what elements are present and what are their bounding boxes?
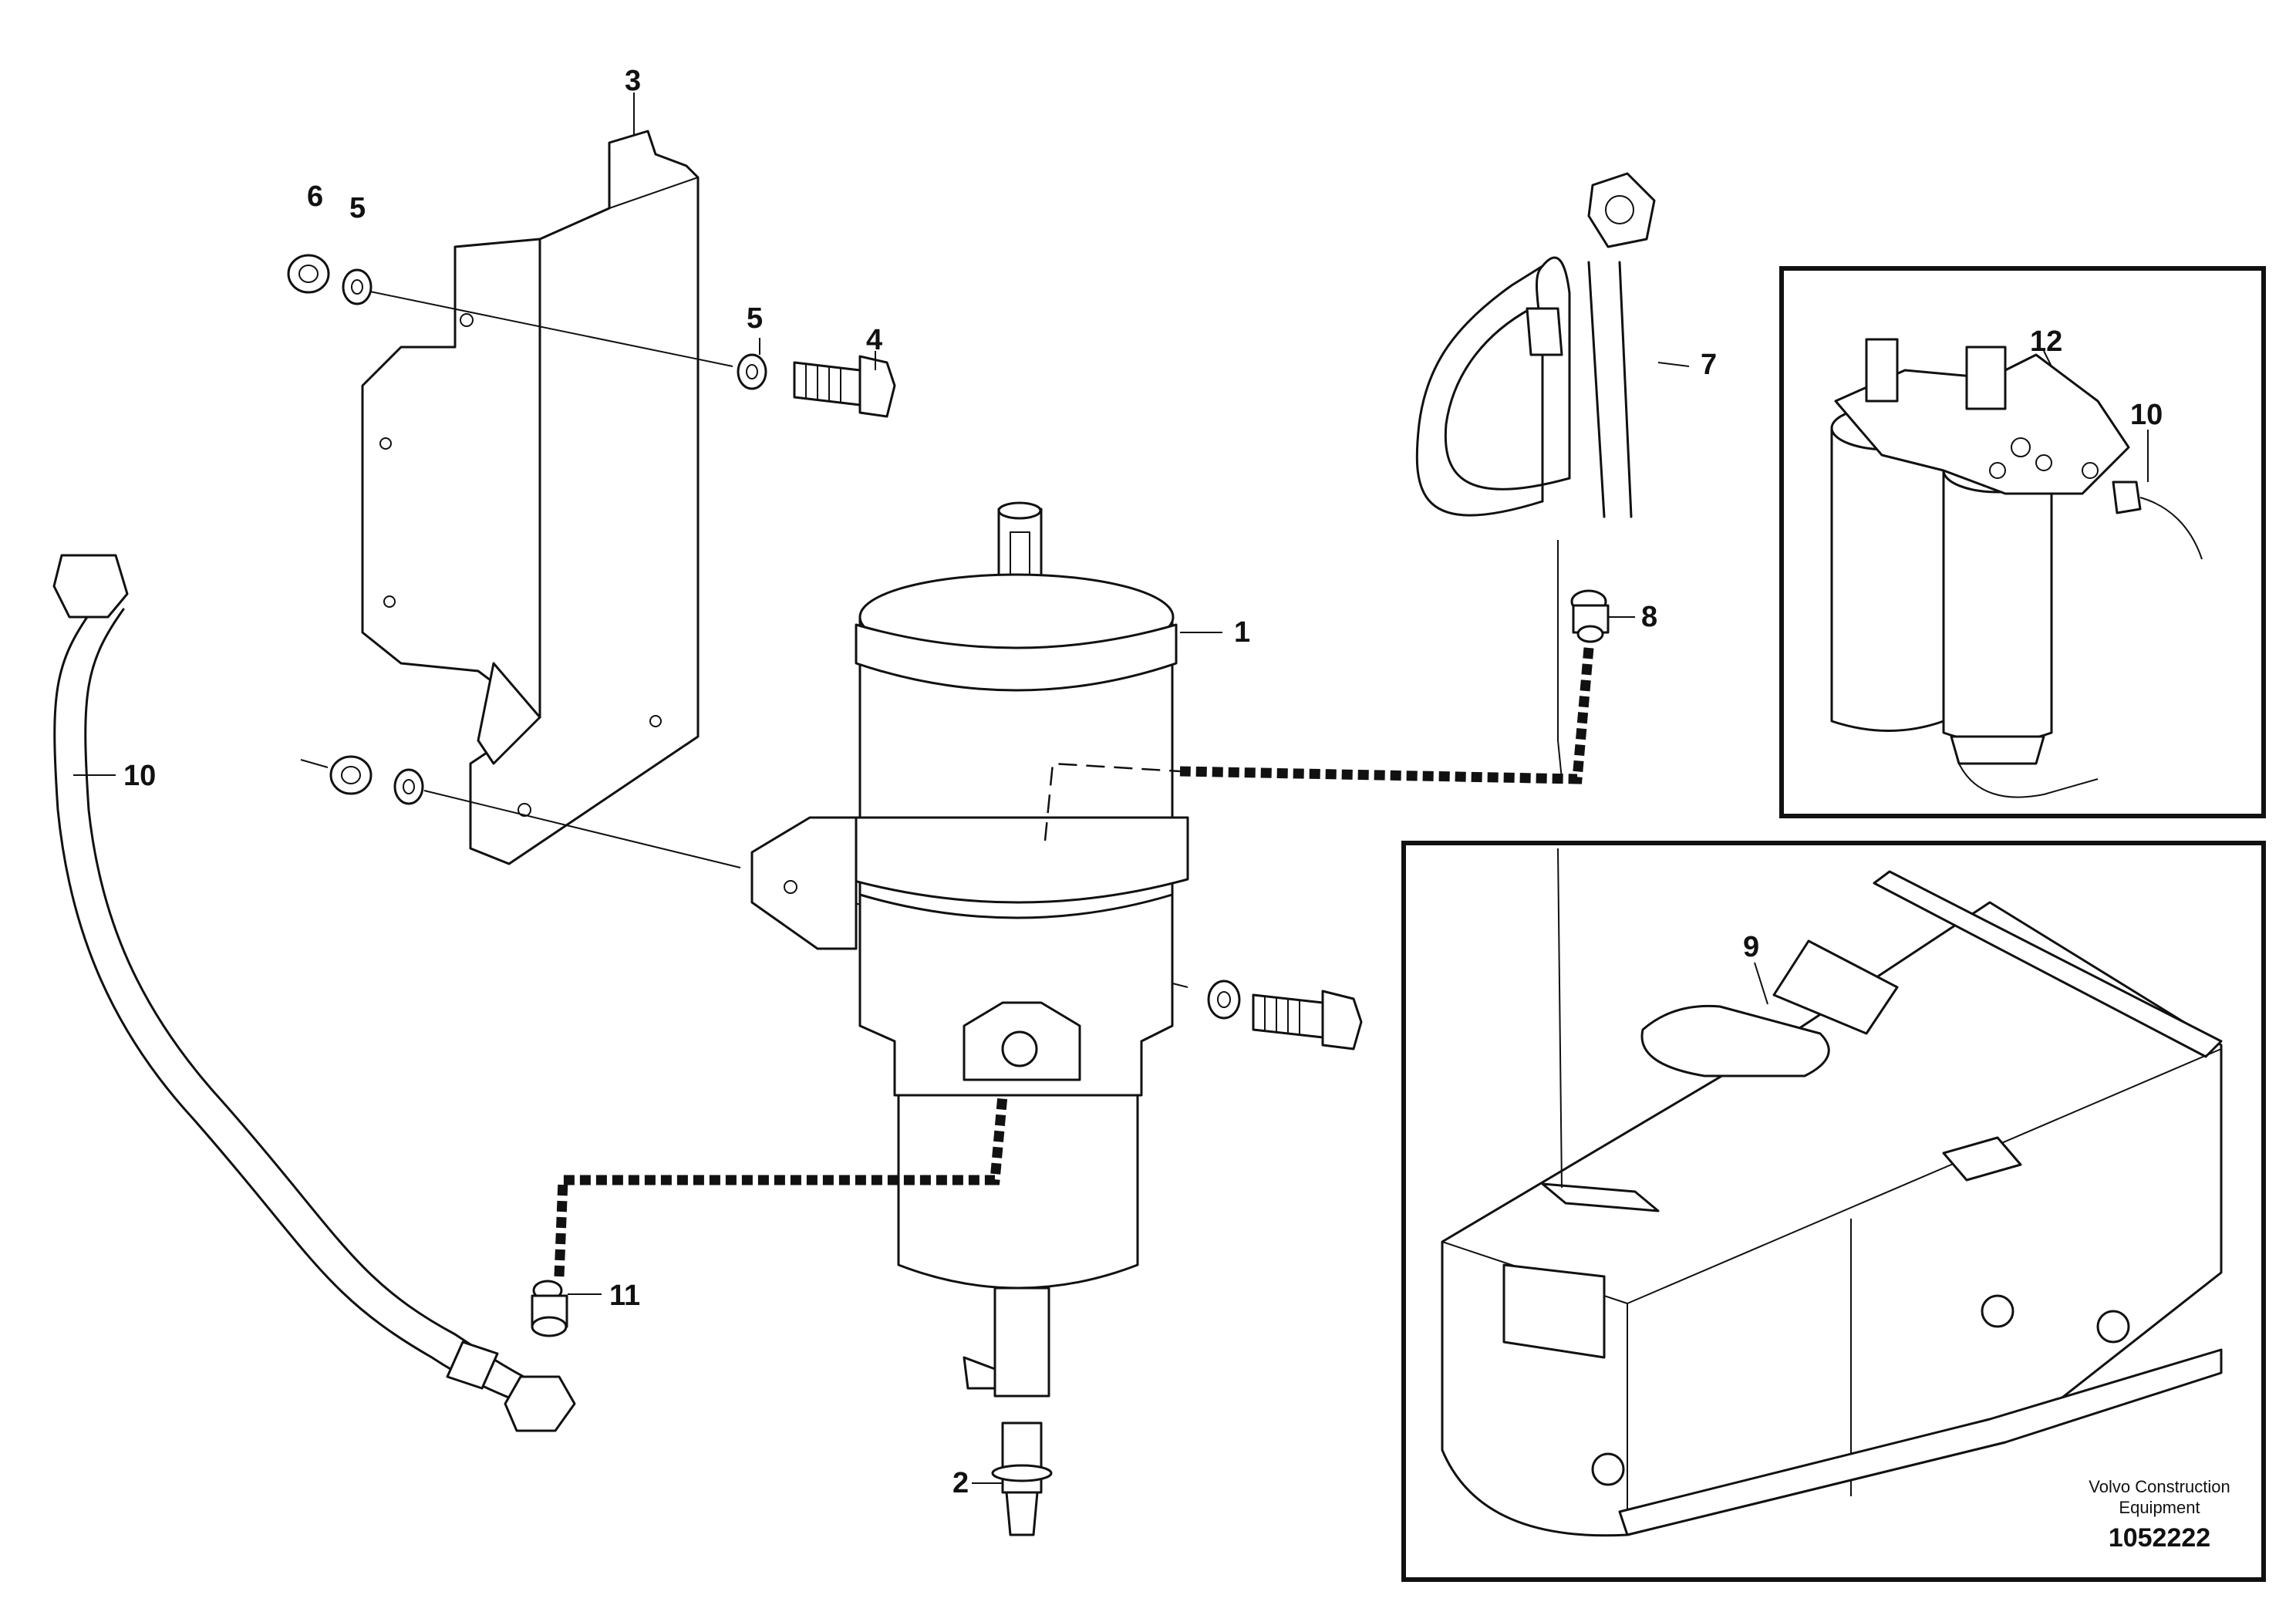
callout-1: 1 [1234, 616, 1250, 649]
assembly-line-tank [1557, 848, 1563, 1189]
drain-connector [991, 1421, 1053, 1536]
callout-11: 11 [609, 1280, 640, 1312]
fuel-filter [847, 501, 1189, 1398]
fuel-hose-left [52, 554, 576, 1432]
assembly-line-upper [369, 291, 733, 367]
callout-10-left: 10 [123, 760, 156, 792]
fuel-hose-right [1415, 172, 1656, 518]
washer-upper-right [737, 353, 767, 390]
hose-routing-right [1179, 647, 1594, 784]
callout-6: 6 [307, 180, 323, 213]
callout-12: 12 [2030, 325, 2062, 358]
washer-lower-right [1207, 980, 1241, 1020]
callout-4: 4 [866, 324, 882, 356]
callout-5-upper: 5 [349, 192, 366, 224]
hose-connector-left [531, 1280, 568, 1337]
inset-fuel-tank [1401, 841, 2266, 1582]
mounting-bracket [361, 130, 700, 865]
assembly-line-hose [1557, 540, 1563, 780]
brand-line-1: Volvo Construction [2089, 1477, 2230, 1496]
hose-connector-right [1570, 589, 1610, 643]
callout-10-inset: 10 [2130, 399, 2163, 431]
callout-8: 8 [1641, 601, 1657, 633]
brand-line-2: Equipment [2119, 1498, 2200, 1517]
bolt-lower [1252, 990, 1363, 1050]
callout-5-middle: 5 [747, 302, 763, 335]
assembly-line-lower-left [300, 759, 329, 768]
filter-head-assembly [1830, 338, 2203, 798]
assembly-line-lower [423, 790, 741, 868]
hose-routing-left [554, 1094, 1008, 1277]
inset-filter-head [1779, 266, 2266, 818]
leader-lines [73, 93, 2149, 1484]
bolt-upper [793, 355, 896, 418]
callout-2: 2 [952, 1467, 969, 1499]
filter-clamp [750, 816, 858, 950]
flange-nut-lower [329, 755, 373, 795]
fuel-tank [1441, 870, 2223, 1537]
washer-lower-left [393, 768, 424, 805]
washer-upper-left [342, 268, 373, 305]
flange-nut-upper [287, 254, 330, 294]
callout-9: 9 [1743, 931, 1759, 963]
callout-3: 3 [625, 65, 641, 97]
document-number: 1052222 [2109, 1523, 2210, 1553]
callout-7: 7 [1701, 349, 1717, 381]
